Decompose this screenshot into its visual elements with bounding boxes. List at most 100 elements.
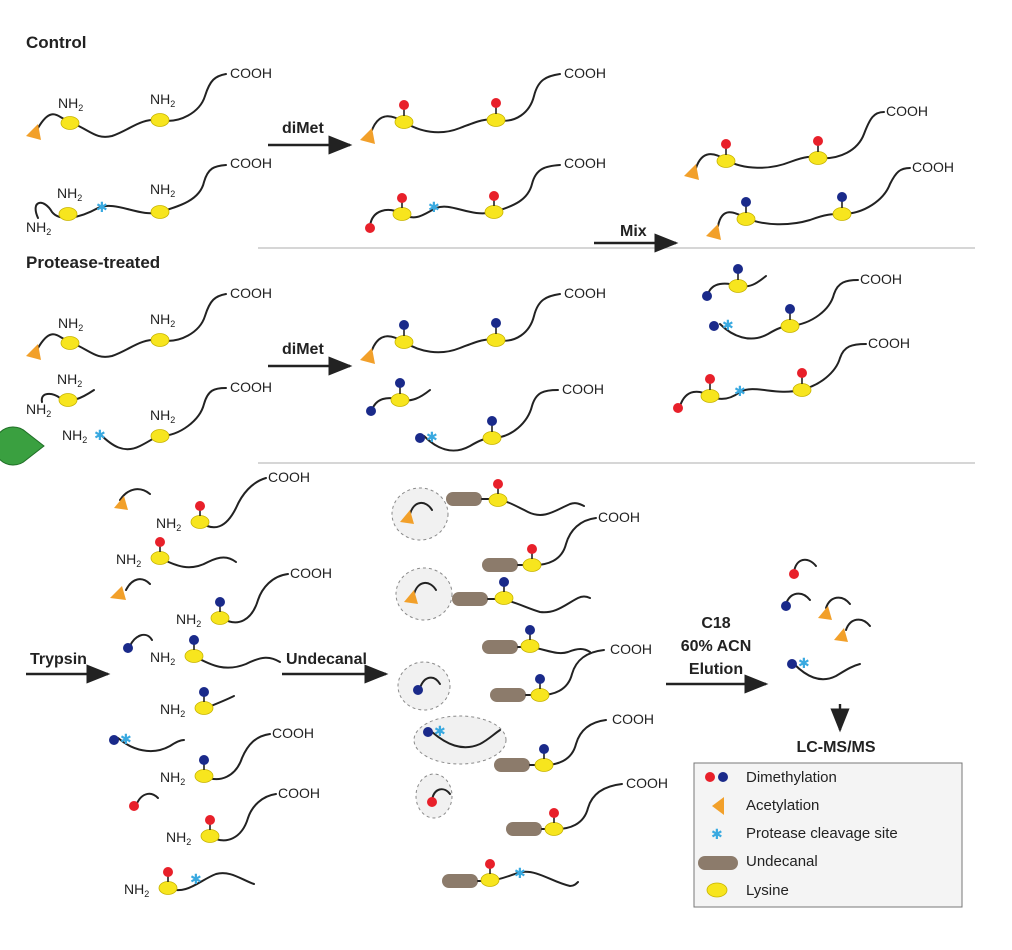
undecanal-column: COOH COOH ✱ COOH CO bbox=[391, 479, 668, 888]
control-dimet-peptide-2: ✱ COOH bbox=[365, 155, 606, 233]
svg-text:NH2: NH2 bbox=[160, 769, 185, 787]
protease-peptide-2-fragment: NH2 NH2 bbox=[26, 371, 95, 419]
svg-text:COOH: COOH bbox=[610, 641, 652, 657]
nh2-label: NH2 bbox=[58, 95, 83, 113]
svg-text:NH2: NH2 bbox=[116, 551, 141, 569]
svg-text:COOH: COOH bbox=[626, 775, 668, 791]
svg-text:✱: ✱ bbox=[120, 733, 132, 748]
nh2-label: NH2 bbox=[26, 219, 51, 237]
legend-label-cleavage: Protease cleavage site bbox=[746, 825, 898, 842]
cooh-label: COOH bbox=[230, 65, 272, 81]
eluted-fragments: ✱ bbox=[781, 558, 871, 681]
dimet-label-protease: diMet bbox=[282, 341, 324, 358]
legend-label-acetylation: Acetylation bbox=[746, 797, 819, 814]
acn-label: 60% ACN bbox=[681, 638, 752, 655]
lcms-label: LC-MS/MS bbox=[796, 739, 875, 756]
dimet-label-control: diMet bbox=[282, 120, 324, 137]
mixed-fragment-1 bbox=[702, 264, 767, 301]
svg-text:NH2: NH2 bbox=[62, 427, 87, 445]
legend: Dimethylation Acetylation ✱ Protease cle… bbox=[693, 762, 963, 908]
acetylation-triangle bbox=[360, 128, 375, 144]
lysine-oval-icon bbox=[706, 882, 728, 898]
protease-peptide-3: ✱ NH2 NH2 COOH bbox=[62, 379, 272, 451]
cooh-label: COOH bbox=[564, 155, 606, 171]
section-title-protease-treated: Protease-treated bbox=[26, 253, 160, 272]
svg-text:NH2: NH2 bbox=[150, 311, 175, 329]
svg-text:NH2: NH2 bbox=[150, 649, 175, 667]
cooh-label: COOH bbox=[562, 381, 604, 397]
lysine bbox=[60, 116, 80, 130]
svg-text:✱: ✱ bbox=[722, 319, 734, 334]
svg-text:NH2: NH2 bbox=[124, 881, 149, 899]
svg-text:NH2: NH2 bbox=[166, 829, 191, 847]
lysine bbox=[394, 115, 414, 129]
cleavage-star: ✱ bbox=[428, 201, 440, 216]
svg-text:NH2: NH2 bbox=[160, 701, 185, 719]
nh2-label: NH2 bbox=[57, 185, 82, 203]
protease-dimet-peptide-3: ✱ COOH bbox=[415, 381, 604, 452]
cleavage-star: ✱ bbox=[96, 199, 108, 215]
cooh-label: COOH bbox=[886, 103, 928, 119]
cooh-label: COOH bbox=[230, 379, 272, 395]
svg-text:COOH: COOH bbox=[290, 565, 332, 581]
legend-label-dimethylation: Dimethylation bbox=[746, 769, 837, 786]
cooh-label: COOH bbox=[230, 155, 272, 171]
svg-text:NH2: NH2 bbox=[150, 407, 175, 425]
svg-text:COOH: COOH bbox=[598, 509, 640, 525]
legend-box bbox=[693, 762, 963, 908]
dimethyl-dot bbox=[365, 223, 375, 233]
svg-text:NH2: NH2 bbox=[176, 611, 201, 629]
legend-label-undecanal: Undecanal bbox=[746, 853, 818, 870]
nh2-label: NH2 bbox=[150, 181, 175, 199]
acetylation-triangle-icon bbox=[712, 797, 724, 815]
svg-text:COOH: COOH bbox=[612, 711, 654, 727]
dimethylation-dots-icon bbox=[705, 772, 728, 782]
mixed-peptide-1: COOH bbox=[684, 103, 928, 180]
lysine bbox=[150, 113, 170, 127]
legend-label-lysine: Lysine bbox=[746, 882, 789, 899]
svg-text:NH2: NH2 bbox=[26, 401, 51, 419]
cooh-label: COOH bbox=[868, 335, 910, 351]
protease-peptide-1: NH2 NH2 COOH bbox=[26, 285, 272, 360]
mixed-peptide-3: ✱ COOH bbox=[709, 271, 902, 340]
cooh-label: COOH bbox=[564, 65, 606, 81]
control-dimet-peptide-1: COOH bbox=[360, 65, 606, 144]
svg-text:✱: ✱ bbox=[434, 725, 446, 740]
nh2-label: NH2 bbox=[150, 91, 175, 109]
svg-text:✱: ✱ bbox=[94, 429, 106, 444]
protease-pacman-icon bbox=[0, 426, 45, 466]
lysine bbox=[484, 205, 504, 219]
cooh-label: COOH bbox=[564, 285, 606, 301]
cooh-label: COOH bbox=[860, 271, 902, 287]
control-peptide-2: ✱ NH2 NH2 NH2 COOH bbox=[26, 155, 272, 237]
mix-label: Mix bbox=[620, 223, 647, 240]
svg-text:✱: ✱ bbox=[514, 867, 526, 882]
lysine bbox=[486, 113, 506, 127]
protease-dimet-peptide-1: COOH bbox=[360, 285, 606, 364]
section-title-control: Control bbox=[26, 33, 86, 52]
svg-text:✱: ✱ bbox=[798, 657, 810, 672]
svg-text:COOH: COOH bbox=[272, 725, 314, 741]
svg-text:NH2: NH2 bbox=[57, 371, 82, 389]
mixed-peptide-4: ✱ COOH bbox=[673, 335, 910, 413]
mixed-peptide-2: COOH bbox=[706, 159, 954, 240]
lysine bbox=[150, 205, 170, 219]
control-peptide-1: NH2 NH2 COOH bbox=[26, 65, 272, 140]
undecanal-pill-icon bbox=[698, 856, 738, 870]
elution-label: Elution bbox=[689, 661, 743, 678]
c18-label: C18 bbox=[701, 615, 730, 632]
tryptic-fragments: NH2 COOH NH2 NH2 COOH NH2 NH2 ✱ NH2 COOH bbox=[109, 469, 332, 899]
svg-text:COOH: COOH bbox=[278, 785, 320, 801]
cooh-label: COOH bbox=[230, 285, 272, 301]
svg-text:✱: ✱ bbox=[190, 873, 202, 888]
svg-text:NH2: NH2 bbox=[58, 315, 83, 333]
svg-text:NH2: NH2 bbox=[156, 515, 181, 533]
svg-text:✱: ✱ bbox=[426, 431, 438, 446]
cleavage-star-icon: ✱ bbox=[711, 828, 723, 843]
acetylation-triangle bbox=[26, 124, 41, 140]
protease-dimet-fragment bbox=[366, 378, 431, 416]
svg-text:✱: ✱ bbox=[734, 385, 746, 400]
svg-text:COOH: COOH bbox=[268, 469, 310, 485]
lysine bbox=[58, 207, 78, 221]
